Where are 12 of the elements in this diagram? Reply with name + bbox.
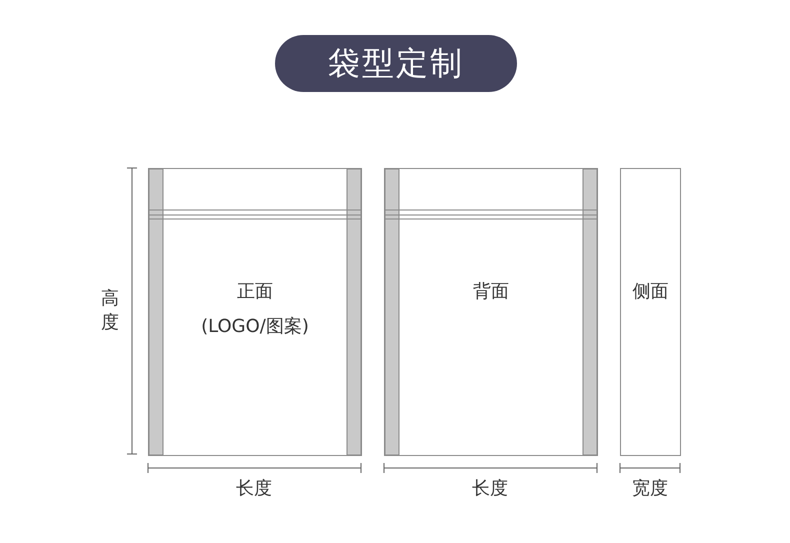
panel-label: 背面 <box>473 280 509 303</box>
dimension-label: 长度 <box>471 478 509 500</box>
panel-label: 侧面 <box>632 280 668 303</box>
bag-panel <box>148 168 362 456</box>
panel-label: 正面 <box>237 280 273 303</box>
dimension-label: 长度 <box>235 478 273 500</box>
bag-panel <box>620 168 681 456</box>
bag-panel <box>384 168 598 456</box>
title-banner: 袋型定制 <box>275 35 517 92</box>
dimension-label: 高度 <box>100 287 120 335</box>
dimension-label: 宽度 <box>631 478 669 500</box>
panel-label: (LOGO/图案) <box>201 315 309 338</box>
